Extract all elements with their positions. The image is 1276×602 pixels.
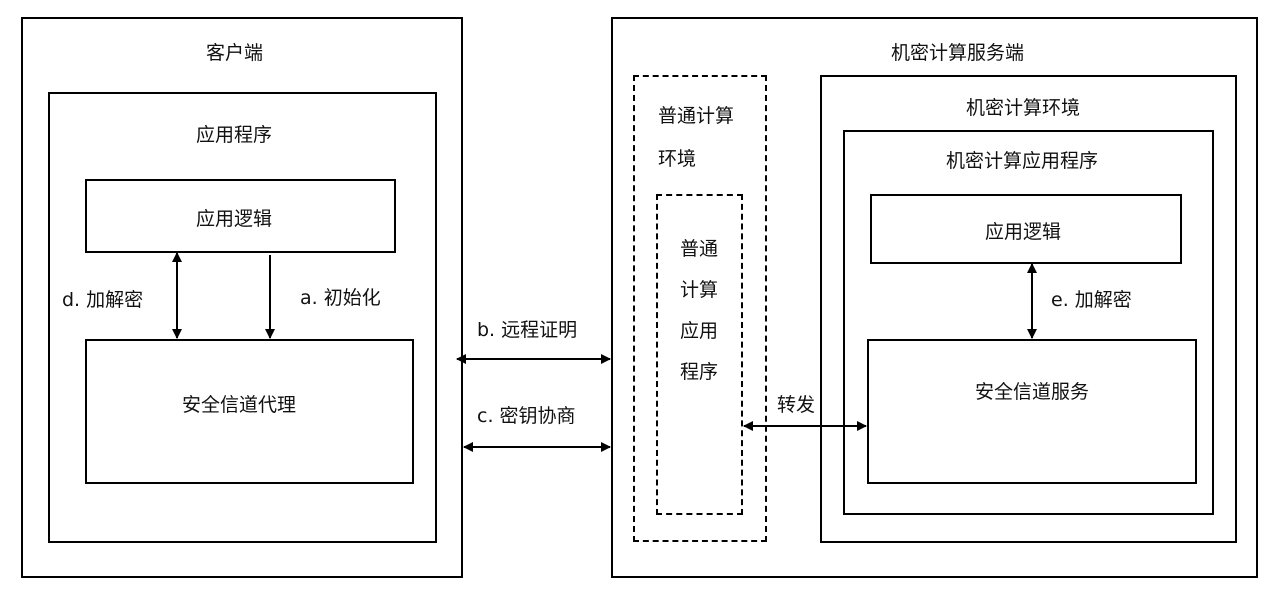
server-title: 机密计算服务端 bbox=[891, 42, 1025, 64]
client-init-label: a. 初始化 bbox=[300, 287, 381, 309]
forward-label: 转发 bbox=[777, 394, 816, 416]
server-app-logic-label: 应用逻辑 bbox=[985, 221, 1062, 243]
client-title: 客户端 bbox=[206, 42, 264, 64]
secure-channel-service-box bbox=[867, 339, 1197, 484]
server-box bbox=[611, 17, 1258, 578]
normal-compute-app-box bbox=[656, 194, 743, 515]
confidential-app-label: 机密计算应用程序 bbox=[946, 150, 1099, 172]
normal-compute-env-line2: 环境 bbox=[658, 148, 697, 170]
client-app-title: 应用程序 bbox=[196, 124, 273, 146]
server-encrypt-decrypt-label: e. 加解密 bbox=[1051, 289, 1132, 311]
client-app-logic-label: 应用逻辑 bbox=[196, 208, 273, 230]
normal-compute-env-box bbox=[633, 75, 767, 542]
client-box bbox=[21, 17, 463, 578]
secure-channel-proxy-box bbox=[85, 339, 414, 484]
client-app-logic-box bbox=[85, 179, 396, 253]
normal-app-line-4: 程序 bbox=[680, 361, 719, 383]
normal-app-line-3: 应用 bbox=[680, 320, 719, 342]
client-app-box bbox=[48, 92, 437, 543]
confidential-compute-env-box bbox=[820, 75, 1237, 543]
normal-compute-app-label: 普通 计算 应用 程序 bbox=[680, 240, 718, 404]
server-app-logic-box bbox=[870, 194, 1182, 264]
secure-channel-proxy-label: 安全信道代理 bbox=[182, 394, 297, 416]
confidential-compute-env-label: 机密计算环境 bbox=[966, 97, 1081, 119]
secure-channel-service-label: 安全信道服务 bbox=[975, 381, 1090, 403]
remote-attestation-label: b. 远程证明 bbox=[477, 319, 578, 341]
normal-app-line-1: 普通 bbox=[680, 238, 719, 260]
normal-app-line-2: 计算 bbox=[680, 279, 719, 301]
normal-compute-env-line1: 普通计算 bbox=[658, 105, 735, 127]
confidential-app-box bbox=[843, 130, 1214, 515]
key-negotiation-label: c. 密钥协商 bbox=[477, 405, 576, 427]
client-encrypt-decrypt-label: d. 加解密 bbox=[62, 289, 144, 311]
